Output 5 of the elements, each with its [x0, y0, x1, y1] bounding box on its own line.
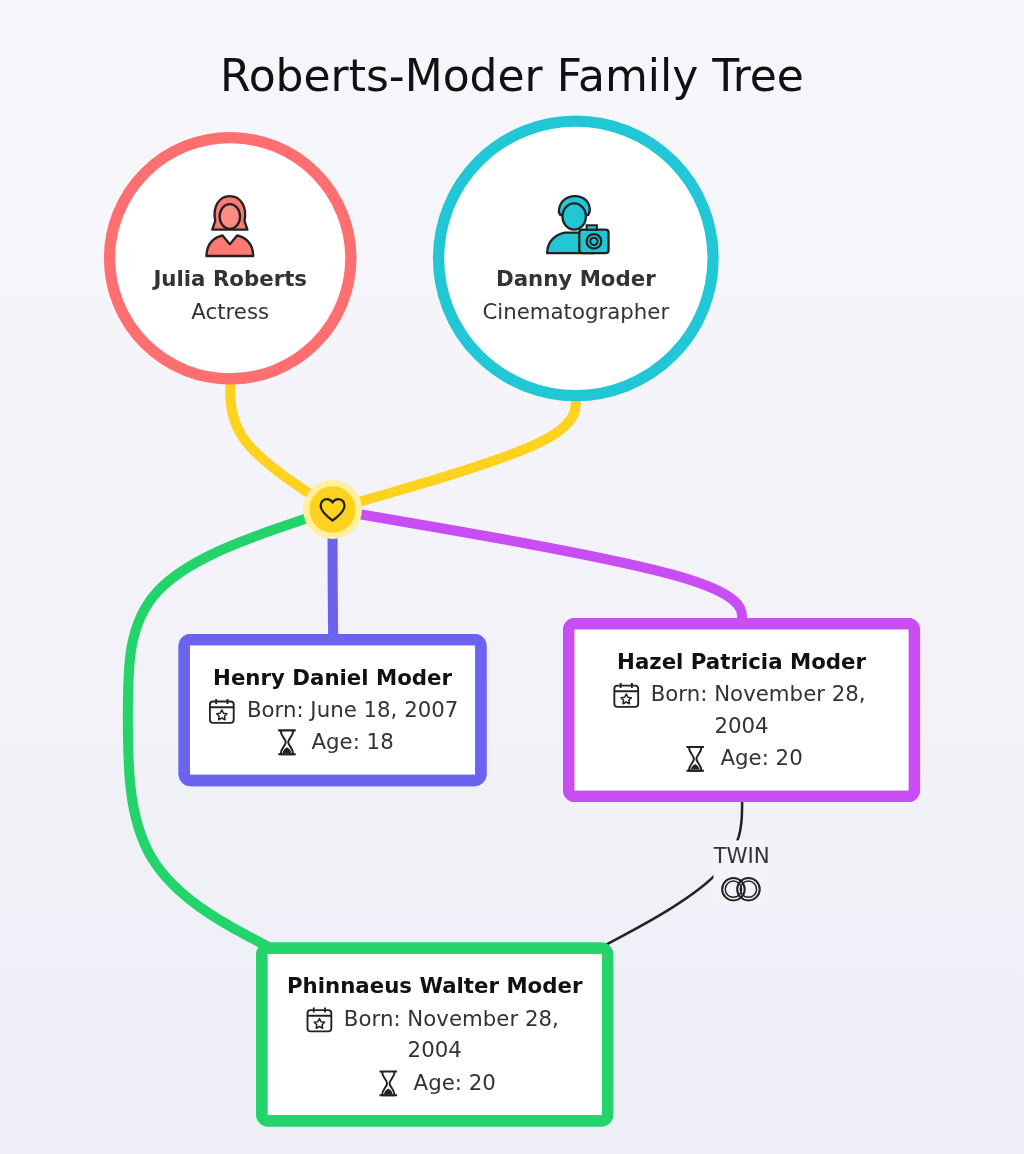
edge-label: TWIN [713, 842, 770, 868]
title: Roberts-Moder Family Tree [220, 49, 804, 103]
node-circle [303, 480, 362, 539]
node-circle: Julia Roberts Actress [103, 132, 357, 385]
node-circle: Danny Moder Cinematographer [432, 115, 719, 402]
